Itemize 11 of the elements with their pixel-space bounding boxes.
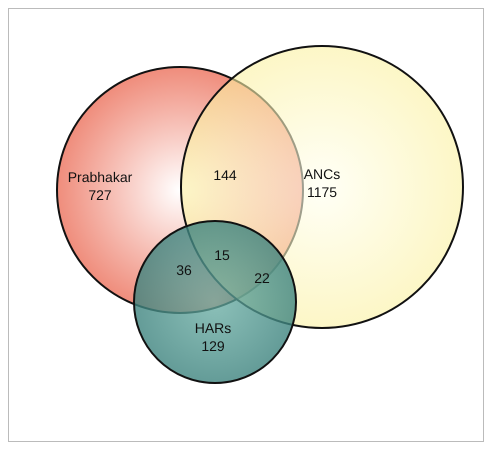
venn-circle [133, 220, 297, 384]
overlap-count: 144 [213, 167, 237, 183]
set-name: HARs [194, 320, 232, 336]
set-count: 1175 [306, 184, 338, 200]
overlap-count: 36 [176, 262, 192, 278]
set-count: 129 [201, 338, 225, 354]
set-count: 727 [88, 187, 112, 203]
set-name: ANCs [304, 166, 340, 182]
overlap-count: 15 [214, 247, 230, 263]
overlap-count: 22 [254, 270, 270, 286]
set-name: Prabhakar [68, 169, 132, 185]
